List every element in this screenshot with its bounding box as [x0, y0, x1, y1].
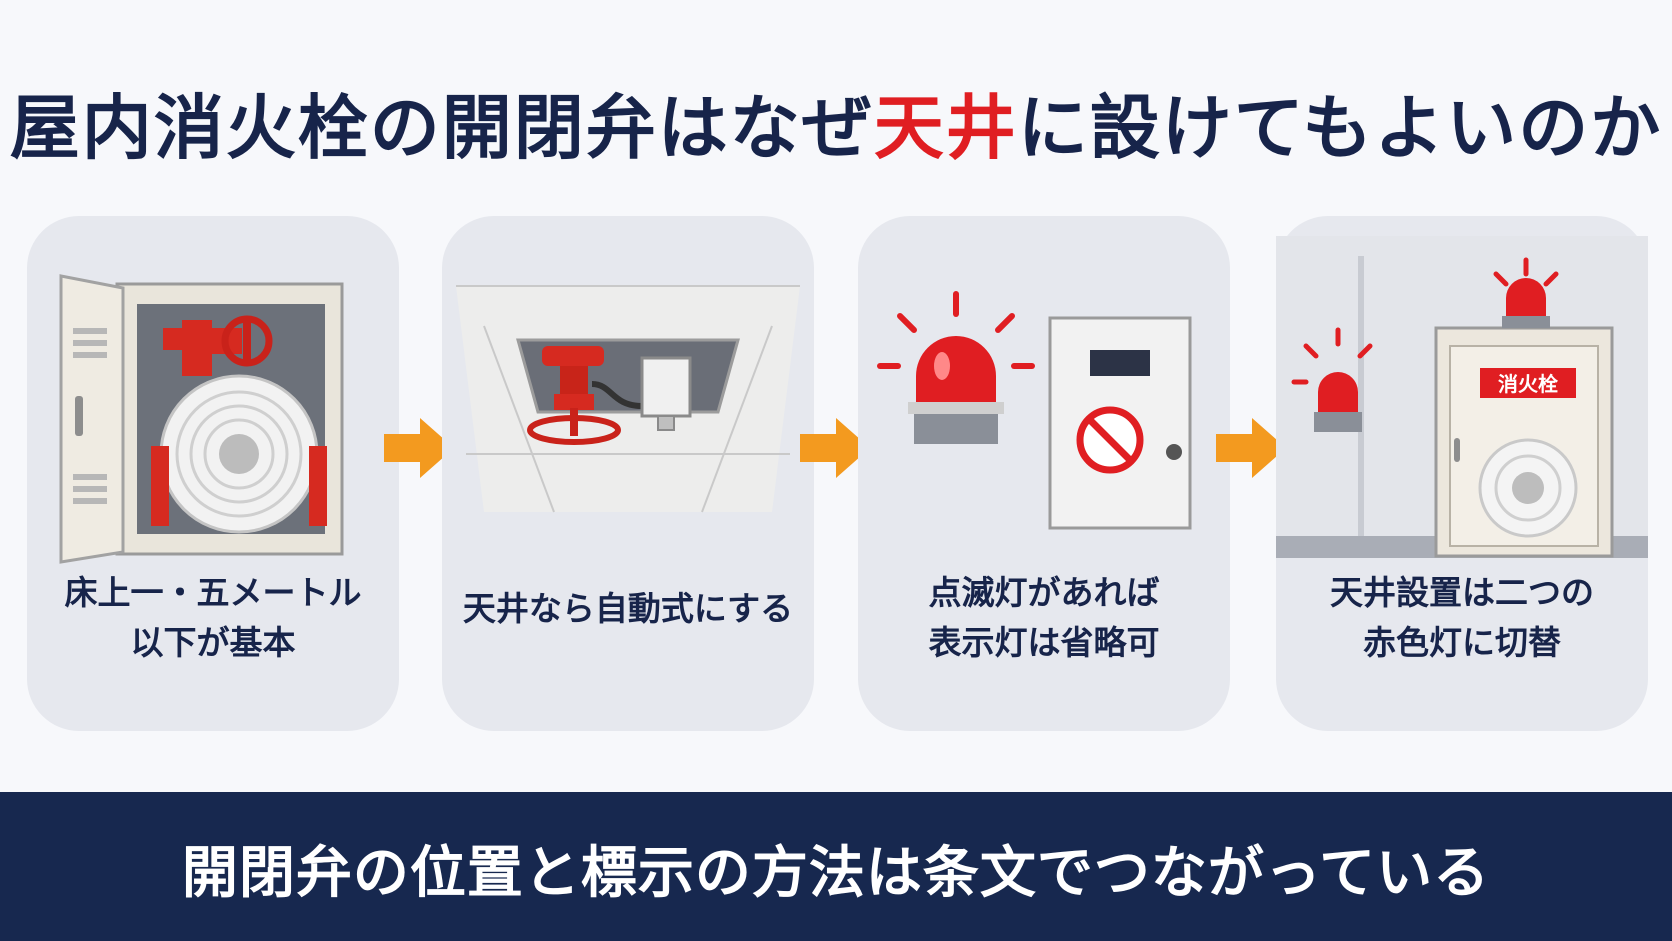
arrow-right-icon	[384, 418, 454, 478]
arrow-right-icon	[800, 418, 870, 478]
step-4-line-1: 天井設置は二つの	[1330, 573, 1594, 612]
footer-banner	[0, 792, 1672, 941]
hydrant-cabinet-illustration	[59, 274, 344, 564]
hydrant-sign-text: 消火栓	[1498, 372, 1558, 396]
ceiling-valve-illustration	[456, 285, 800, 513]
step-card-4: 消火栓 天井設置は二つの 赤色灯に切替	[1276, 216, 1648, 731]
step-1-line-1: 床上一・五メートル	[64, 573, 362, 612]
step-card-3: 点滅灯があれば 表示灯は省略可	[858, 216, 1230, 731]
flashing-light-illustration	[877, 291, 1192, 530]
step-2-line-1: 天井なら自動式にする	[462, 589, 794, 628]
step-1-line-2: 以下が基本	[130, 623, 296, 662]
title-part-2: に設けてもよいのか	[1017, 87, 1663, 169]
two-red-lights-illustration: 消火栓	[1276, 236, 1648, 558]
step-3-line-2: 表示灯は省略可	[928, 623, 1160, 662]
step-caption-4: 天井設置は二つの 赤色灯に切替	[1276, 568, 1648, 668]
step-caption-3: 点滅灯があれば 表示灯は省略可	[858, 568, 1230, 668]
step-card-2: 天井なら自動式にする	[442, 216, 814, 731]
step-3-line-1: 点滅灯があれば	[928, 573, 1160, 612]
step-4-line-2: 赤色灯に切替	[1363, 623, 1561, 662]
arrow-right-icon	[1216, 418, 1286, 478]
page-title: 屋内消火栓の開閉弁はなぜ天井に設けてもよいのか	[0, 72, 1672, 173]
footer-text: 開閉弁の位置と標示の方法は条文でつながっている	[181, 841, 1491, 906]
step-caption-2: 天井なら自動式にする	[442, 584, 814, 634]
title-highlight: 天井	[873, 87, 1018, 169]
title-part-1: 屋内消火栓の開閉弁はなぜ	[9, 87, 874, 169]
step-caption-1: 床上一・五メートル 以下が基本	[27, 568, 399, 668]
step-card-1: 床上一・五メートル 以下が基本	[27, 216, 399, 731]
